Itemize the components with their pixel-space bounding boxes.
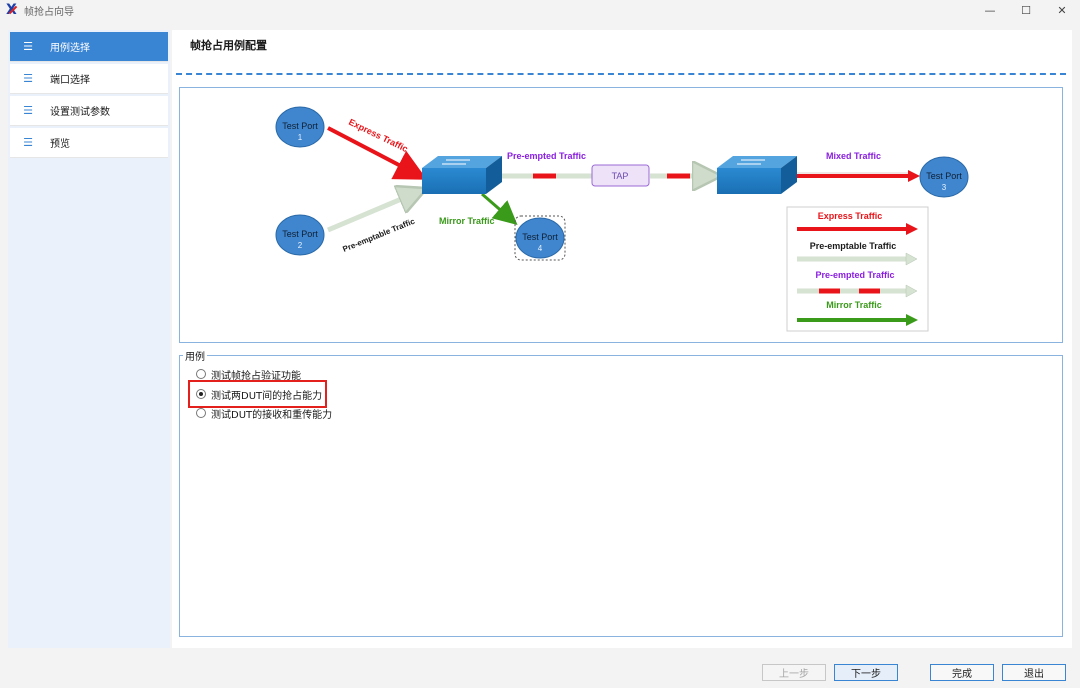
switch-1 [422,156,502,194]
divider [176,73,1066,75]
express-label: Express Traffic [347,117,409,154]
mirror-label: Mirror Traffic [439,216,495,226]
preemptable-arrow [327,192,418,233]
svg-text:1: 1 [298,133,303,142]
legend-mirror: Mirror Traffic [826,300,882,310]
maximize-button[interactable]: ☐ [1021,3,1031,17]
sidebar-item-ports[interactable]: ☰ 端口选择 [10,64,168,94]
list-icon: ☰ [23,136,33,149]
radio-label: 测试帧抢占验证功能 [211,370,301,382]
radio-button[interactable] [196,408,206,418]
legend-preempted: Pre-empted Traffic [815,270,894,280]
preempted-label: Pre-empted Traffic [507,151,586,161]
finish-button[interactable]: 完成 [930,664,994,681]
list-icon: ☰ [23,40,33,53]
svg-text:Test Port: Test Port [282,229,318,239]
radio-button-checked[interactable] [196,389,206,399]
minimize-button[interactable]: — [984,3,996,17]
usecase-option-2[interactable]: 测试两DUT间的抢占能力 [196,387,323,402]
svg-text:Test Port: Test Port [522,232,558,242]
test-port-1: Test Port 1 [275,106,325,148]
radio-button[interactable] [196,369,206,379]
title-bar: X 帧抢占向导 — ☐ ✕ [0,0,1080,20]
express-arrow [327,126,428,180]
svg-text:3: 3 [942,183,947,192]
usecase-group: 用例 测试帧抢占验证功能 测试两DUT间的抢占能力 测试DUT的接收和重传能力 [179,348,1063,637]
mixed-label: Mixed Traffic [826,151,881,161]
prev-button[interactable]: 上一步 [762,664,826,681]
page-title: 帧抢占用例配置 [190,39,267,52]
group-title: 用例 [183,348,207,363]
topology-diagram: Express Traffic Pre-emptable Traffic Mir… [179,87,1063,343]
window-title: 帧抢占向导 [24,7,74,18]
topology-svg: Express Traffic Pre-emptable Traffic Mir… [275,106,969,332]
sidebar-item-preview[interactable]: ☰ 预览 [10,128,168,158]
close-button[interactable]: ✕ [1057,3,1067,17]
list-icon: ☰ [23,72,33,85]
exit-button[interactable]: 退出 [1002,664,1066,681]
mirror-arrow [481,192,518,225]
test-port-4: Test Port 4 [514,215,566,261]
legend-express: Express Traffic [818,211,883,221]
svg-text:Test Port: Test Port [282,121,318,131]
legend: Express Traffic Pre-emptable Traffic Pre… [786,206,929,332]
sidebar-item-label: 用例选择 [50,43,90,54]
next-button[interactable]: 下一步 [834,664,898,681]
app-logo-icon: X [6,3,20,17]
tap-box [591,164,650,187]
test-port-3: Test Port 3 [919,156,969,198]
usecase-option-3[interactable]: 测试DUT的接收和重传能力 [196,406,333,421]
main-panel: 帧抢占用例配置 Express Traffic Pre-emptable Tra… [172,30,1072,648]
svg-text:Test Port: Test Port [926,171,962,181]
sidebar-item-usecase[interactable]: ☰ 用例选择 [10,32,168,62]
sidebar: ☰ 用例选择 ☰ 端口选择 ☰ 设置测试参数 ☰ 预览 [8,30,170,648]
svg-text:2: 2 [298,241,303,250]
selection-highlight [188,380,327,408]
sidebar-item-label: 端口选择 [50,75,90,86]
sidebar-item-label: 预览 [50,139,70,150]
sidebar-item-params[interactable]: ☰ 设置测试参数 [10,96,168,126]
test-port-2: Test Port 2 [275,214,325,256]
svg-text:4: 4 [538,244,543,253]
switch-2 [717,156,797,194]
tap-label: TAP [612,171,629,181]
sidebar-item-label: 设置测试参数 [50,107,110,118]
usecase-option-1[interactable]: 测试帧抢占验证功能 [196,367,301,382]
legend-preemptable: Pre-emptable Traffic [810,241,897,251]
list-icon: ☰ [23,104,33,117]
radio-label: 测试DUT的接收和重传能力 [211,409,333,421]
radio-label: 测试两DUT间的抢占能力 [211,390,323,402]
